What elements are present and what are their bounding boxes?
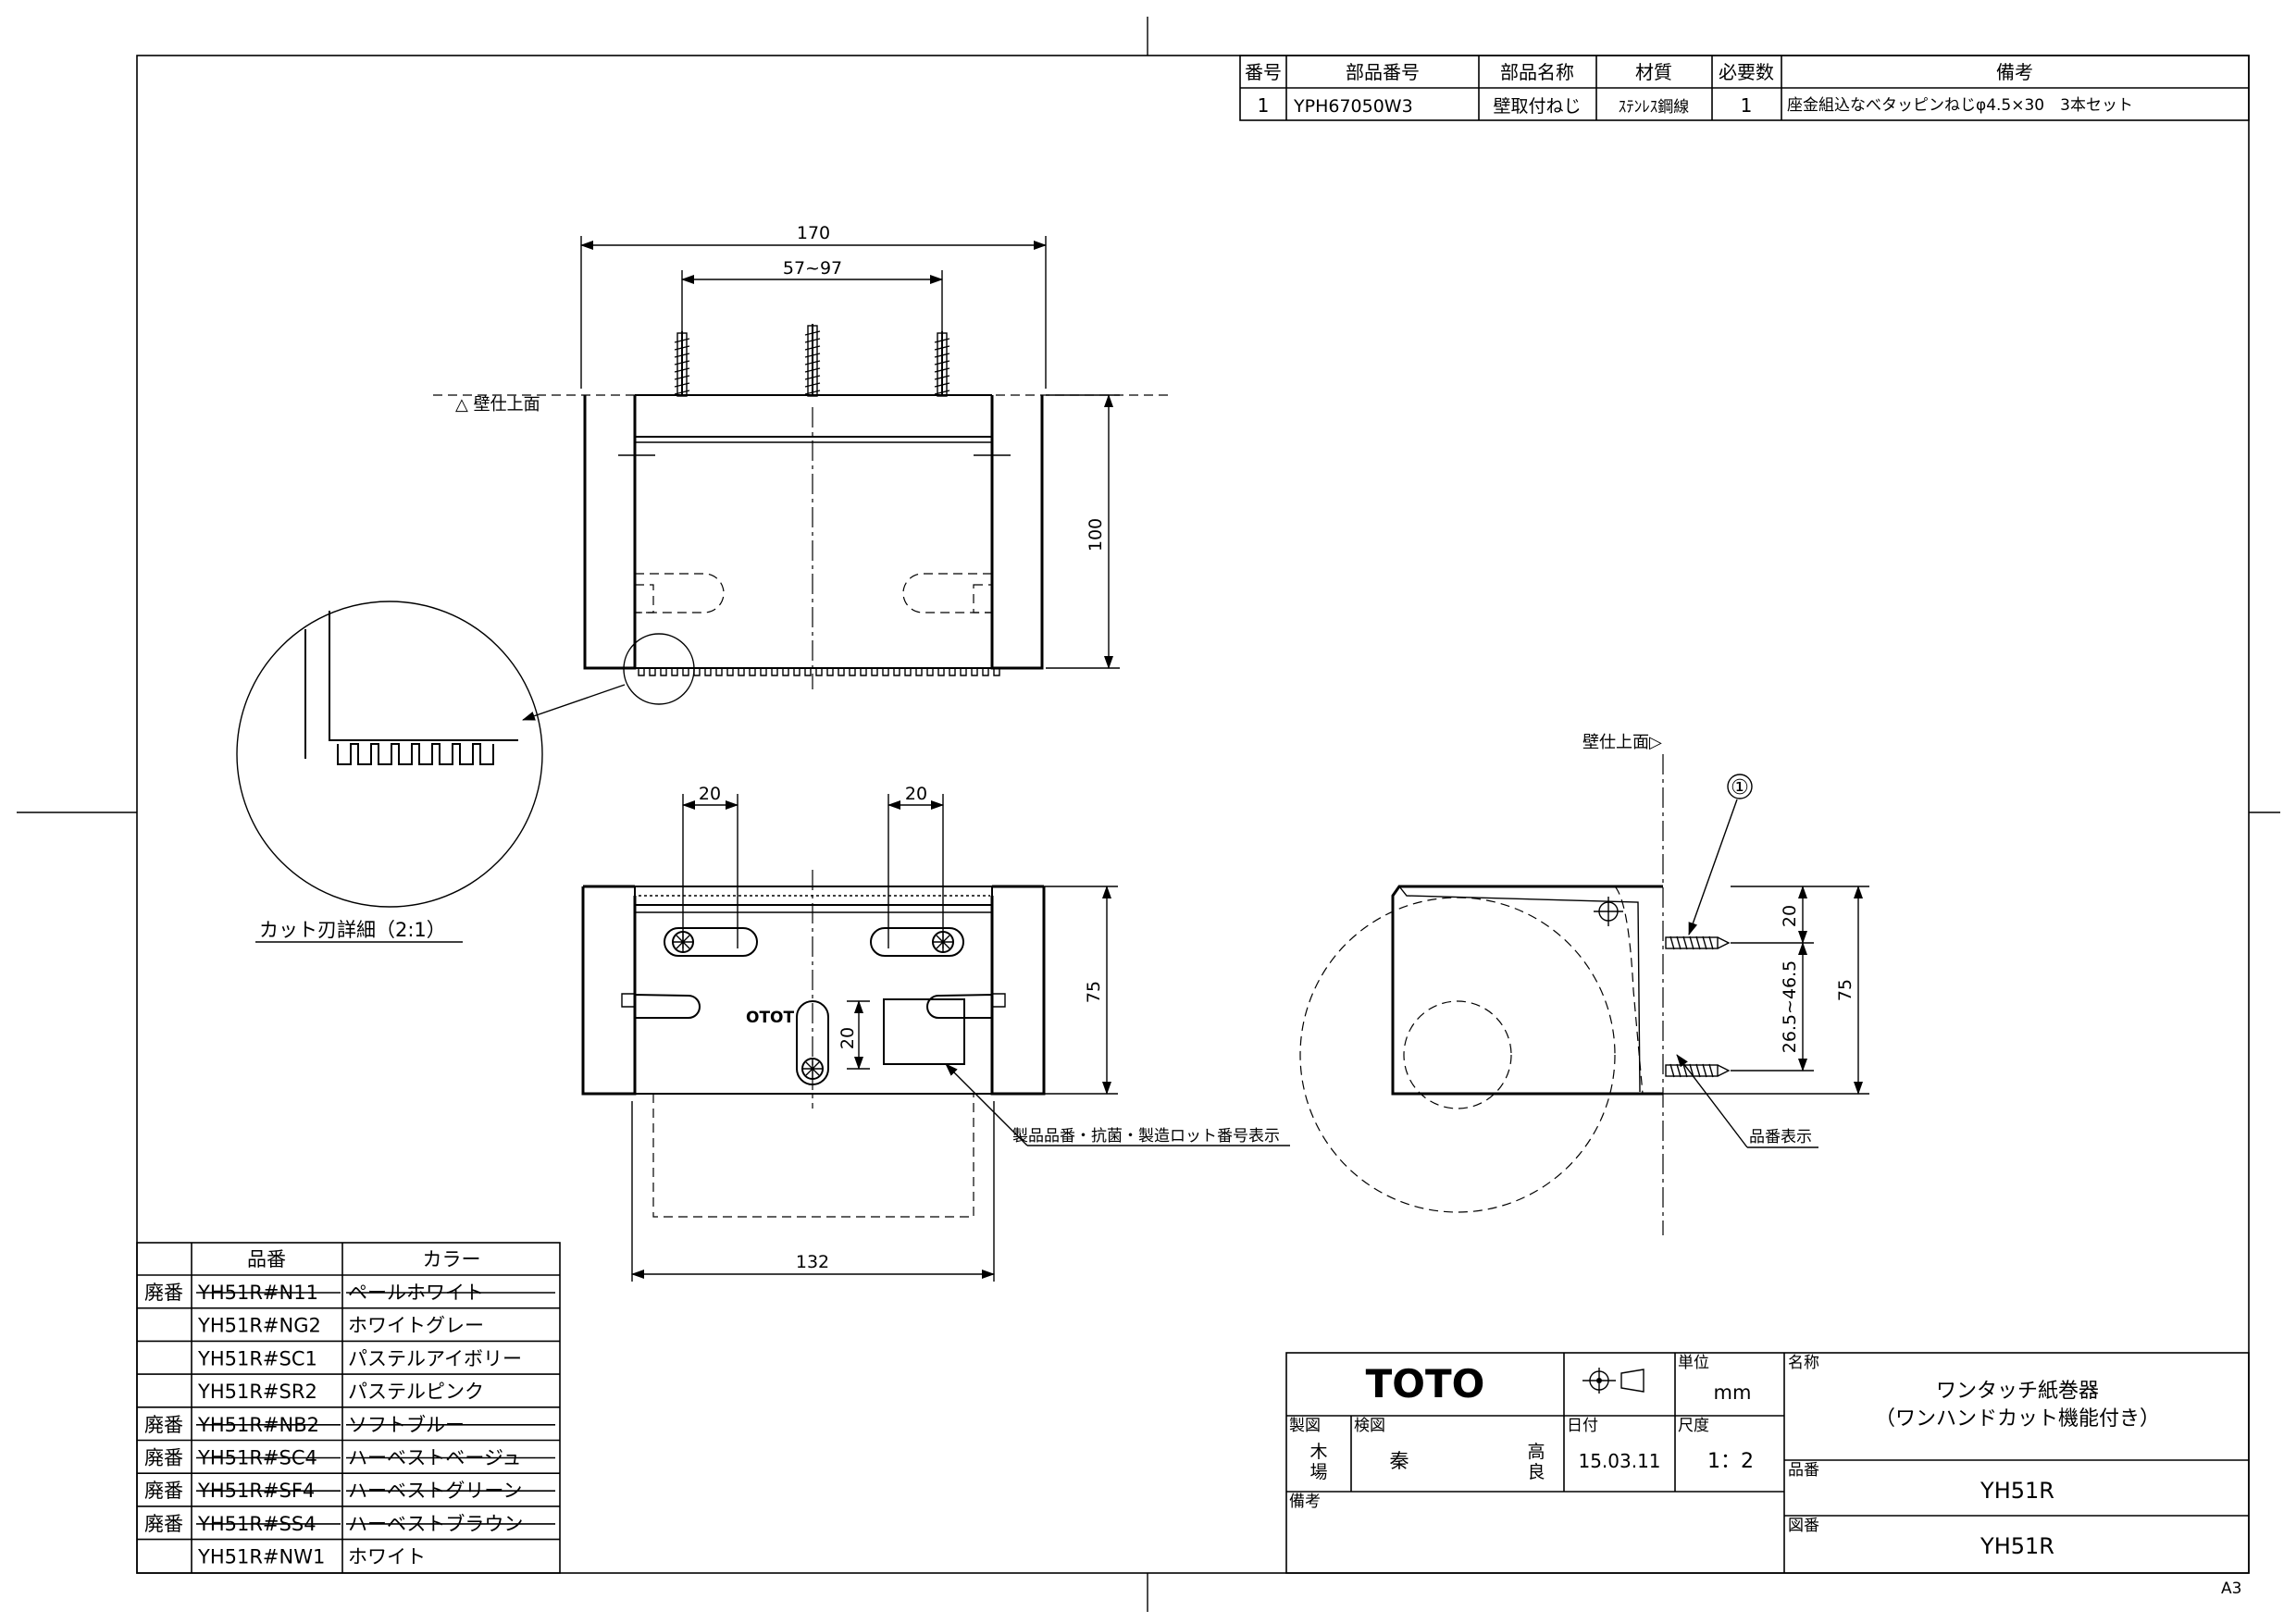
title-block: TOTO 単位 mm 名称 ワンタッチ紙巻器 （ワンハンドカット機能付き） 製図… — [1285, 1352, 2250, 1574]
parts-header-part-number: 部品番号 — [1346, 61, 1420, 83]
color-header-code: 品番 — [247, 1248, 286, 1270]
color-row-code: YH51R#SR2 — [197, 1381, 317, 1403]
side-screw-top — [1665, 935, 1731, 950]
parts-cell-part-name: 壁取付ねじ — [1493, 96, 1581, 117]
color-row-code: YH51R#NG2 — [197, 1315, 321, 1337]
scale-value: 1：2 — [1707, 1450, 1754, 1473]
bottom-view: 20 20 OTOT 20 — [581, 784, 1290, 1282]
dim-bottom-width-132: 132 — [796, 1252, 829, 1272]
approved-by-2: 良 — [1527, 1462, 1545, 1482]
parts-header-no: 番号 — [1245, 61, 1282, 83]
brand-logo: TOTO — [1366, 1361, 1485, 1406]
dim-slot-vertical: 20 — [838, 1027, 858, 1049]
parts-header-qty: 必要数 — [1719, 61, 1774, 83]
color-row-color: ホワイトグレー — [348, 1315, 484, 1337]
dim-depth-75-side: 75 — [1835, 979, 1855, 1001]
dim-slot-right: 20 — [905, 784, 927, 804]
sheet-frame: A3 — [17, 17, 2280, 1612]
screw-left — [674, 331, 690, 397]
dim-side-top-20: 20 — [1780, 905, 1800, 927]
color-row-status: 廃番 — [144, 1513, 183, 1535]
color-row-status: 廃番 — [144, 1447, 183, 1469]
scale-label: 尺度 — [1678, 1417, 1709, 1435]
drawn-by-1: 木 — [1309, 1442, 1327, 1462]
screw-right — [934, 331, 950, 397]
checked-by: 秦 — [1390, 1450, 1409, 1472]
part-no-value: YH51R — [1980, 1478, 2054, 1504]
product-name-line1: ワンタッチ紙巻器 — [1936, 1380, 2099, 1403]
drawn-label: 製図 — [1289, 1417, 1321, 1435]
wall-surface-label-front: △ 壁仕上面 — [455, 395, 540, 415]
product-label-note: 製品品番・抗菌・製造ロット番号表示 — [1012, 1127, 1280, 1146]
balloon-1: ① — [1731, 776, 1749, 799]
color-row-status: 廃番 — [144, 1480, 183, 1502]
color-row-code: YH51R#NW1 — [197, 1546, 325, 1568]
drawn-by-2: 場 — [1309, 1462, 1327, 1482]
unit-value: mm — [1714, 1381, 1752, 1404]
dim-height-100: 100 — [1086, 518, 1106, 551]
color-row-color: パステルアイボリー — [348, 1347, 522, 1369]
parts-cell-no: 1 — [1258, 94, 1270, 117]
dim-depth-75-bottom: 75 — [1084, 981, 1104, 1003]
color-row-color: ホワイト — [348, 1546, 426, 1568]
front-view: 170 57~97 △ 壁仕上面 — [433, 223, 1173, 689]
cutter-detail: カット刃詳細（2:1） — [236, 601, 695, 943]
dim-side-range: 26.5~46.5 — [1780, 960, 1800, 1054]
unit-label: 単位 — [1678, 1354, 1709, 1372]
sheet-size: A3 — [2221, 1580, 2241, 1598]
side-screw-bottom — [1665, 1063, 1731, 1078]
detail-label: カット刃詳細（2:1） — [259, 919, 446, 941]
side-view: 壁仕上面▷ ① 20 26.5~ — [1299, 733, 1869, 1235]
parts-cell-material: ｽﾃﾝﾚｽ鋼線 — [1619, 98, 1690, 117]
color-row-code: YH51R#SC1 — [197, 1347, 317, 1369]
date-label: 日付 — [1567, 1417, 1598, 1435]
color-row-status: 廃番 — [144, 1282, 183, 1304]
product-mark-note: 品番表示 — [1749, 1128, 1812, 1146]
dim-screw-span: 57~97 — [783, 258, 842, 279]
screw-center — [804, 324, 821, 397]
checked-label: 検図 — [1354, 1417, 1385, 1435]
dim-width-170: 170 — [797, 223, 830, 243]
parts-header-material: 材質 — [1635, 61, 1672, 83]
dim-slot-left: 20 — [699, 784, 721, 804]
parts-table: 番号 部品番号 部品名称 材質 必要数 備考 1 YPH67050W3 壁取付ね… — [1239, 55, 2250, 121]
parts-cell-part-number: YPH67050W3 — [1293, 96, 1413, 117]
parts-cell-qty: 1 — [1741, 94, 1753, 117]
parts-header-part-name: 部品名称 — [1500, 61, 1574, 83]
bottom-logo: OTOT — [746, 1009, 794, 1027]
part-no-label: 品番 — [1788, 1461, 1819, 1480]
product-name-line2: （ワンハンドカット機能付き） — [1875, 1407, 2160, 1431]
drawing-no-label: 図番 — [1788, 1517, 1819, 1535]
remarks-label: 備考 — [1289, 1493, 1321, 1511]
projection-symbol-icon — [1582, 1368, 1644, 1394]
parts-header-remarks: 備考 — [1996, 61, 2033, 83]
color-header-color: カラー — [423, 1248, 481, 1270]
drawing-no-value: YH51R — [1980, 1533, 2054, 1559]
wall-surface-label-side: 壁仕上面▷ — [1582, 733, 1662, 752]
approved-by-1: 高 — [1527, 1442, 1545, 1462]
color-row-color: パステルピンク — [348, 1381, 484, 1403]
date-value: 15.03.11 — [1578, 1450, 1660, 1472]
color-row-status: 廃番 — [144, 1414, 183, 1436]
name-label: 名称 — [1788, 1354, 1819, 1372]
parts-cell-remarks: 座金組込なべタッピンねじφ4.5×30 3本セット — [1787, 96, 2133, 115]
